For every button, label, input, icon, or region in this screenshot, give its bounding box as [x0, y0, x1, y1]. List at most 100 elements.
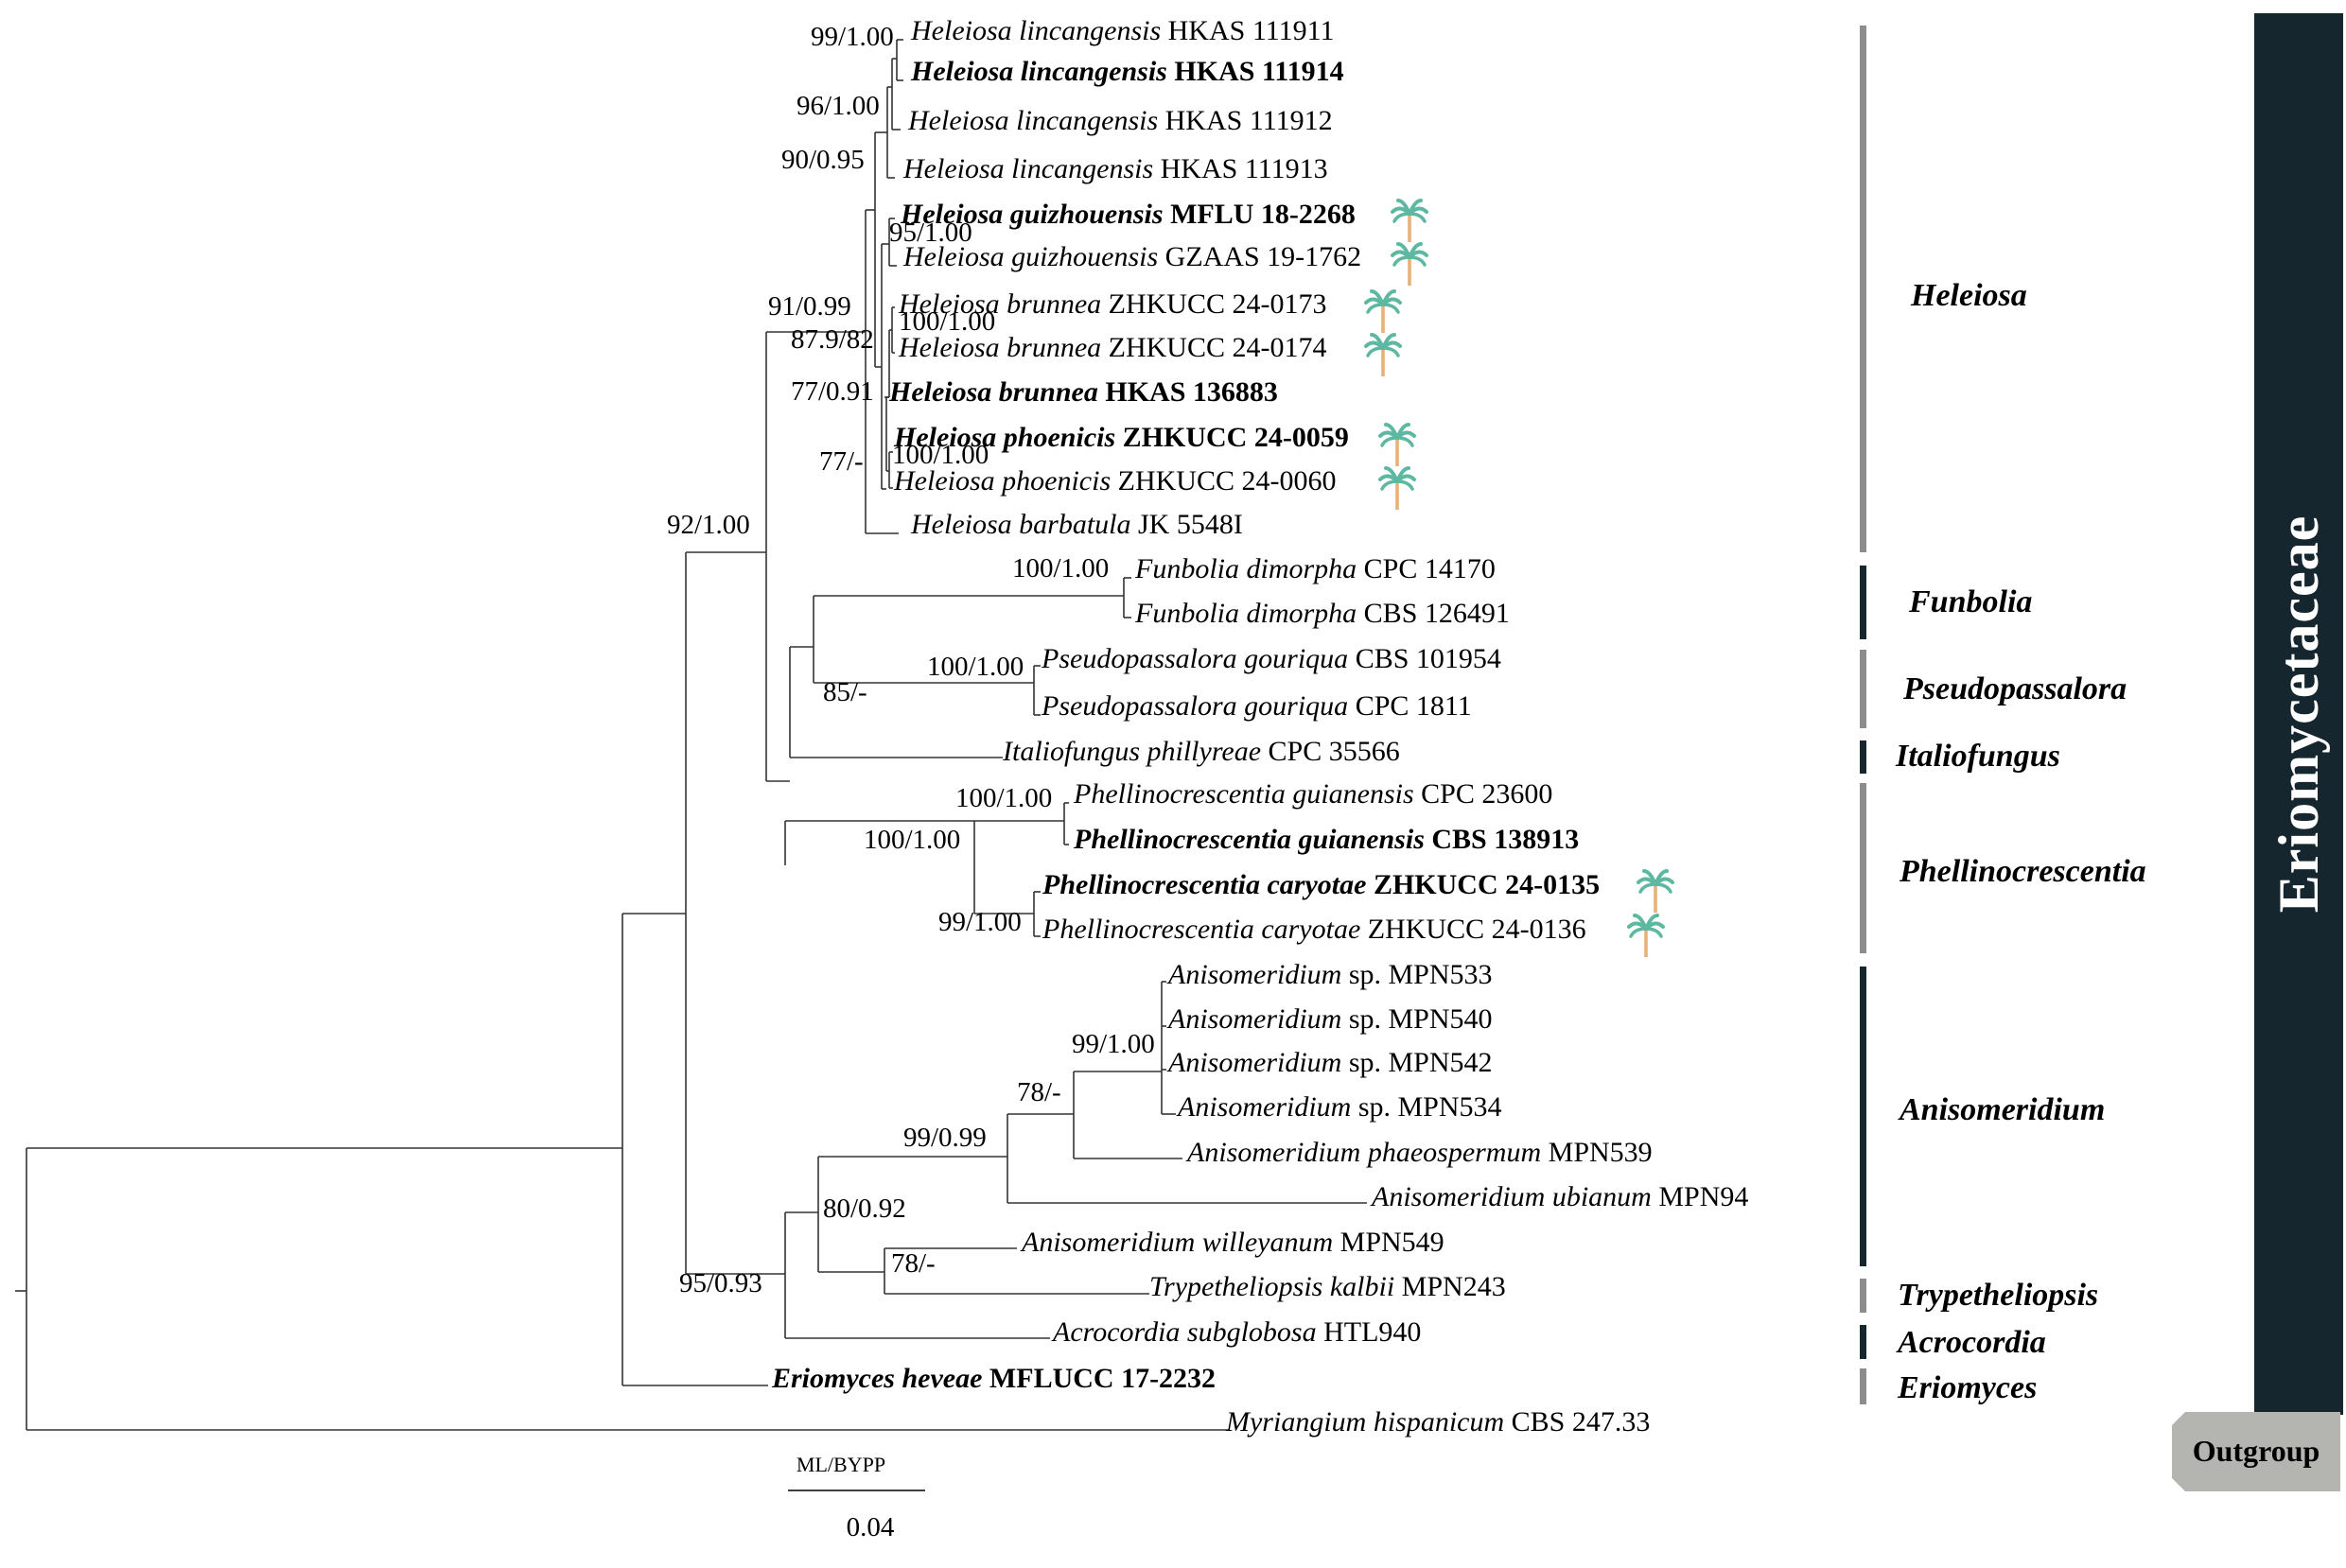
- taxon-voucher: sp. MPN540: [1341, 1003, 1492, 1035]
- taxon-species: Phellinocrescentia guianensis: [1073, 824, 1425, 855]
- taxon-species: Anisomeridium: [1166, 1047, 1341, 1078]
- support-value: 100/1.00: [955, 783, 1052, 813]
- taxon-species: Heleiosa lincangensis: [907, 105, 1158, 136]
- scale-header: ML/BYPP: [797, 1453, 885, 1476]
- support-value: 80/0.92: [823, 1193, 906, 1224]
- palm-tree-icon: [1627, 914, 1665, 957]
- taxon-voucher: MFLU 18-2268: [1164, 199, 1356, 230]
- taxon-label: Heleiosa lincangensis HKAS 111912: [907, 105, 1333, 136]
- clade-bar-italiofungus: [1860, 740, 1866, 774]
- taxon-voucher: HKAS 111912: [1158, 105, 1332, 136]
- clade-label-acrocordia: Acrocordia: [1896, 1325, 2046, 1360]
- taxon-label: Pseudopassalora gouriqua CPC 1811: [1041, 690, 1472, 722]
- taxon-species: Heleiosa guizhouensis: [902, 241, 1158, 272]
- taxon-voucher: HKAS 136883: [1098, 376, 1278, 408]
- taxon-labels: Heleiosa lincangensis HKAS 111911Heleios…: [771, 15, 1748, 1437]
- palm-tree-icon: [1364, 333, 1402, 376]
- palm-tree-icon: [1391, 242, 1428, 286]
- taxon-label: Italiofungus phillyreae CPC 35566: [1002, 736, 1400, 767]
- taxon-voucher: MPN94: [1652, 1181, 1749, 1212]
- taxon-voucher: CPC 1811: [1348, 690, 1472, 722]
- taxon-voucher: CBS 138913: [1425, 824, 1579, 855]
- taxon-voucher: GZAAS 19-1762: [1158, 241, 1361, 272]
- taxon-label: Anisomeridium ubianum MPN94: [1370, 1181, 1748, 1212]
- support-value: 92/1.00: [667, 510, 750, 540]
- taxon-voucher: CPC 14170: [1357, 553, 1496, 584]
- taxon-label: Anisomeridium sp. MPN533: [1166, 959, 1493, 990]
- taxon-species: Heleiosa guizhouensis: [900, 199, 1164, 230]
- palm-tree-icon: [1378, 466, 1416, 510]
- support-value: 85/-: [823, 677, 867, 707]
- taxon-species: Anisomeridium willeyanum: [1020, 1227, 1333, 1258]
- clade-label-funbolia: Funbolia: [1908, 584, 2032, 619]
- clade-label-italiofungus: Italiofungus: [1895, 739, 2060, 774]
- taxon-label: Phellinocrescentia guianensis CBS 138913: [1073, 824, 1579, 855]
- clade-bar-heleiosa: [1860, 26, 1866, 552]
- support-value: 99/1.00: [1072, 1029, 1155, 1059]
- tree-branches: [15, 39, 1367, 1431]
- taxon-species: Heleiosa barbatula: [910, 509, 1131, 540]
- taxon-species: Acrocordia subglobosa: [1051, 1316, 1317, 1348]
- taxon-label: Funbolia dimorpha CBS 126491: [1134, 598, 1510, 629]
- palm-tree-icon: [1364, 289, 1402, 333]
- taxon-species: Myriangium hispanicum: [1225, 1406, 1504, 1437]
- clade-label-anisomeridium: Anisomeridium: [1898, 1092, 2105, 1127]
- clade-bar-trypetheliopsis: [1860, 1279, 1866, 1313]
- support-value: 100/1.00: [899, 306, 995, 337]
- palm-tree-icon: [1391, 199, 1428, 242]
- scale-value: 0.04: [847, 1512, 895, 1542]
- taxon-label: Trypetheliopsis kalbii MPN243: [1149, 1271, 1506, 1302]
- taxon-label: Anisomeridium sp. MPN534: [1176, 1091, 1502, 1123]
- taxon-label: Anisomeridium phaeospermum MPN539: [1185, 1137, 1653, 1168]
- taxon-species: Anisomeridium: [1166, 1003, 1341, 1035]
- taxon-species: Phellinocrescentia caryotae: [1042, 869, 1366, 900]
- palm-tree-icon: [1378, 423, 1416, 466]
- taxon-species: Heleiosa brunnea: [898, 288, 1101, 320]
- support-value: 77/0.91: [791, 376, 874, 407]
- support-value: 95/0.93: [679, 1268, 762, 1298]
- outgroup-box: [2172, 1412, 2340, 1491]
- taxon-label: Pseudopassalora gouriqua CBS 101954: [1041, 643, 1501, 674]
- support-value: 99/0.99: [903, 1123, 987, 1153]
- taxon-voucher: MPN243: [1394, 1271, 1506, 1302]
- taxon-label: Myriangium hispanicum CBS 247.33: [1225, 1406, 1650, 1437]
- taxon-voucher: CBS 247.33: [1504, 1406, 1650, 1437]
- taxon-voucher: ZHKUCC 24-0173: [1101, 288, 1326, 320]
- taxon-voucher: ZHKUCC 24-0136: [1360, 914, 1585, 945]
- taxon-label: Heleiosa brunnea HKAS 136883: [888, 376, 1278, 408]
- taxon-species: Italiofungus phillyreae: [1002, 736, 1261, 767]
- taxon-voucher: CBS 126491: [1357, 598, 1510, 629]
- taxon-voucher: CPC 23600: [1414, 778, 1553, 810]
- taxon-label: Heleiosa guizhouensis MFLU 18-2268: [900, 199, 1356, 230]
- taxon-species: Heleiosa brunnea: [898, 332, 1101, 363]
- clade-bar-funbolia: [1860, 566, 1866, 639]
- taxon-species: Pseudopassalora gouriqua: [1041, 690, 1348, 722]
- taxon-voucher: MPN539: [1541, 1137, 1653, 1168]
- support-value: 95/1.00: [889, 218, 972, 248]
- support-value: 100/1.00: [892, 440, 989, 470]
- clade-bar-acrocordia: [1860, 1325, 1866, 1359]
- taxon-label: Heleiosa phoenicis ZHKUCC 24-0059: [893, 422, 1349, 453]
- taxon-voucher: sp. MPN534: [1351, 1091, 1501, 1123]
- taxon-label: Heleiosa phoenicis ZHKUCC 24-0060: [893, 465, 1336, 497]
- taxon-label: Anisomeridium sp. MPN542: [1166, 1047, 1493, 1078]
- taxon-label: Heleiosa lincangensis HKAS 111913: [902, 153, 1328, 184]
- taxon-label: Phellinocrescentia caryotae ZHKUCC 24-01…: [1042, 869, 1600, 900]
- clade-label-phellinocrescentia: Phellinocrescentia: [1899, 854, 2146, 889]
- taxon-label: Phellinocrescentia guianensis CPC 23600: [1073, 778, 1552, 810]
- support-value: 77/-: [819, 446, 864, 477]
- taxon-voucher: JK 5548I: [1131, 509, 1243, 540]
- outgroup-label: Outgroup: [2193, 1434, 2320, 1468]
- taxon-label: Anisomeridium sp. MPN540: [1166, 1003, 1493, 1035]
- taxon-species: Pseudopassalora gouriqua: [1041, 643, 1348, 674]
- support-value: 99/1.00: [811, 22, 894, 52]
- taxon-voucher: ZHKUCC 24-0135: [1366, 869, 1600, 900]
- taxon-species: Anisomeridium: [1176, 1091, 1351, 1123]
- clade-bars: [1860, 26, 1866, 1404]
- support-value: 100/1.00: [1012, 553, 1109, 584]
- taxon-species: Eriomyces heveae: [771, 1363, 982, 1394]
- taxon-voucher: sp. MPN533: [1341, 959, 1492, 990]
- clade-label-trypetheliopsis: Trypetheliopsis: [1898, 1278, 2098, 1313]
- taxon-voucher: ZHKUCC 24-0060: [1111, 465, 1336, 497]
